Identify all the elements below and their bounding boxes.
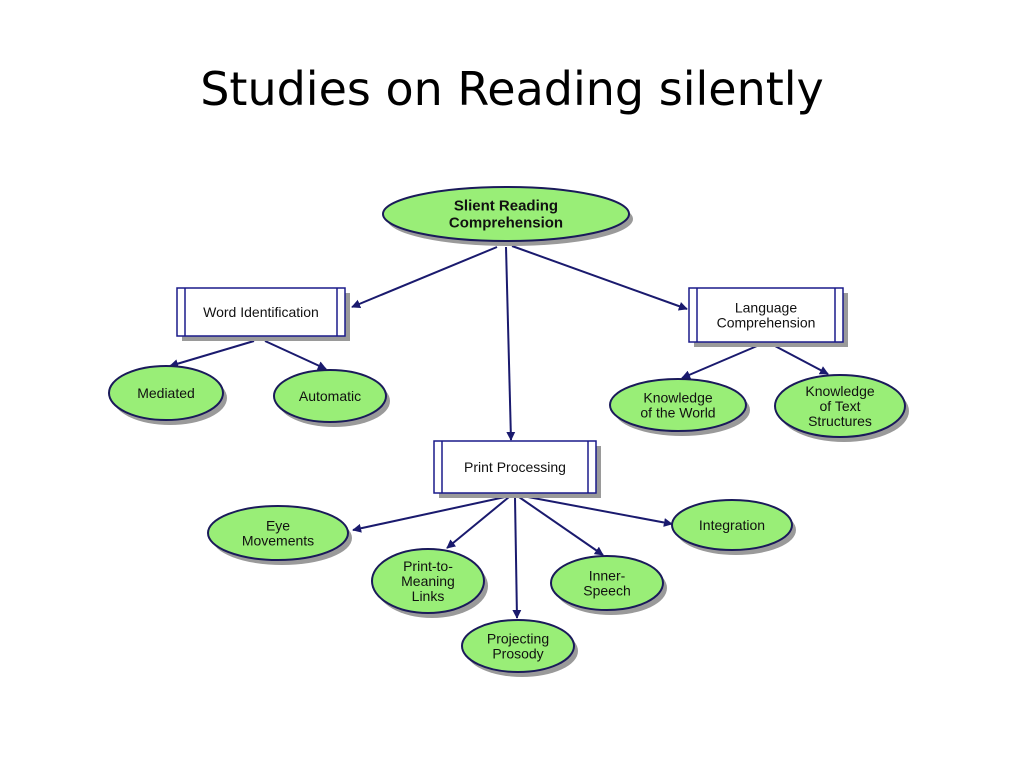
node-label-line: Inner-: [589, 568, 626, 584]
node-label-line: Slient Reading: [454, 198, 558, 215]
arrow-print-processing-to-eye-movements: [352, 496, 506, 533]
edges-layer: [169, 245, 829, 619]
slide-title: Studies on Reading silently: [200, 62, 824, 116]
arrow-word-identification-to-automatic: [264, 340, 327, 370]
node-label-line: Knowledge: [805, 383, 874, 399]
node-word-identification: Word Identification: [176, 287, 350, 341]
arrow-language-comprehension-to-knowledge-world: [681, 345, 758, 379]
arrow-print-processing-to-projecting-prosody: [512, 497, 522, 619]
oval-shape: [273, 369, 387, 423]
arrow-print-processing-to-print-to-meaning: [446, 496, 510, 549]
node-print-processing: Print Processing: [433, 440, 601, 498]
node-inner-speech: Inner-Speech: [550, 555, 667, 615]
oval-shape: [671, 499, 793, 551]
node-label-line: Speech: [583, 583, 630, 599]
node-mediated: Mediated: [108, 365, 227, 425]
node-label-line: Print-to-: [403, 558, 453, 574]
node-label-line: Comprehension: [449, 215, 563, 232]
node-label-line: Meaning: [401, 573, 455, 589]
node-label-line: Print Processing: [464, 459, 566, 475]
box-shape: [176, 287, 346, 337]
oval-shape: [382, 186, 630, 242]
oval-shape: [371, 548, 485, 614]
node-label-line: Knowledge: [643, 390, 712, 406]
node-automatic: Automatic: [273, 369, 390, 427]
node-label-line: Movements: [242, 533, 314, 549]
node-label-line: Projecting: [487, 631, 549, 647]
node-label-line: Comprehension: [717, 315, 816, 331]
oval-shape: [774, 374, 906, 438]
box-shape: [688, 287, 844, 343]
node-label-line: Links: [412, 588, 445, 604]
oval-shape: [108, 365, 224, 421]
arrow-root-to-word-identification: [351, 246, 498, 309]
node-label-line: Language: [735, 300, 798, 316]
oval-shape: [550, 555, 664, 611]
node-label-line: Prosody: [492, 646, 543, 662]
oval-shape: [609, 378, 747, 432]
oval-shape: [207, 505, 349, 561]
node-label-line: Integration: [699, 517, 765, 533]
arrow-print-processing-to-inner-speech: [518, 496, 604, 556]
arrow-print-processing-to-integration: [527, 496, 673, 527]
arrow-root-to-language-comprehension: [511, 245, 688, 311]
node-label-line: Automatic: [299, 388, 361, 404]
node-label-line: Mediated: [137, 385, 195, 401]
node-label-line: of the World: [640, 405, 715, 421]
arrow-word-identification-to-mediated: [169, 340, 255, 369]
node-label-line: Structures: [808, 413, 872, 429]
node-label-line: Eye: [266, 518, 290, 534]
node-label-line: of Text: [820, 398, 861, 414]
arrow-root-to-print-processing: [505, 246, 516, 441]
box-shape: [433, 440, 597, 494]
oval-shape: [461, 619, 575, 673]
node-integration: Integration: [671, 499, 796, 555]
node-label-line: Word Identification: [203, 304, 319, 320]
arrow-language-comprehension-to-knowledge-text: [774, 345, 829, 375]
